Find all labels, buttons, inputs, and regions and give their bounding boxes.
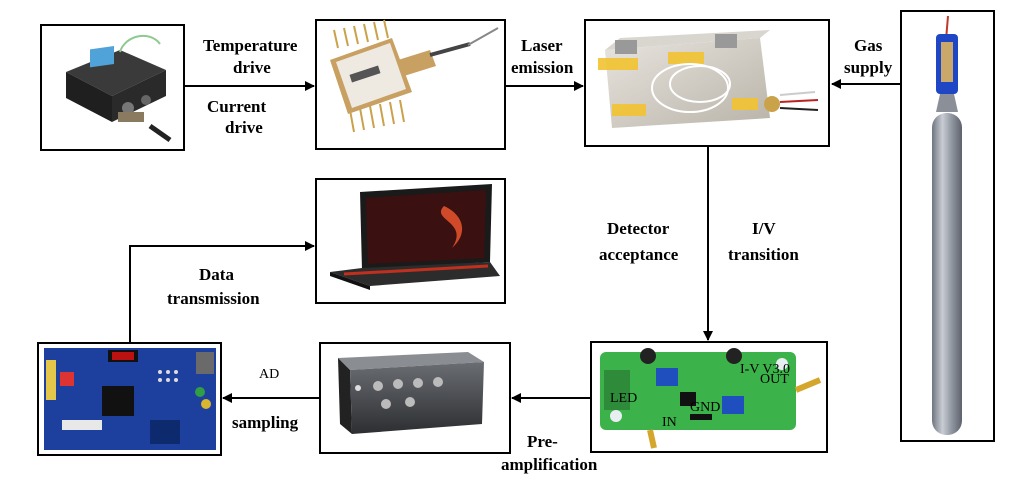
laptop-image <box>330 184 500 290</box>
gas-cell-panel <box>584 19 830 147</box>
board-out-text: OUT <box>760 372 789 387</box>
ad-board-panel <box>37 342 222 456</box>
label-current: Current <box>207 97 267 116</box>
iv-board-panel: I-V V3.0 GND OUT IN LED <box>590 341 828 453</box>
ad-board-image <box>44 348 216 450</box>
label-detector: Detector <box>607 219 670 238</box>
label-gas: Gas <box>854 36 883 55</box>
laser-diode-image <box>330 19 499 133</box>
laptop-panel <box>315 178 506 304</box>
iv-board-image: I-V V3.0 GND OUT IN LED <box>600 348 822 449</box>
label-pre: Pre- <box>527 432 558 451</box>
label-ad: AD <box>259 367 279 382</box>
driver-module-image <box>66 34 172 143</box>
label-laser: Laser <box>521 36 563 55</box>
label-temperature: Temperature <box>203 36 298 55</box>
preamp-panel <box>319 342 511 454</box>
laser-diode-panel <box>315 19 506 150</box>
arrow-ad-to-laptop <box>129 241 315 342</box>
gas-cylinder-panel <box>900 10 995 442</box>
board-gnd-text: GND <box>690 400 720 415</box>
label-amplification: amplification <box>501 455 598 474</box>
label-acceptance: acceptance <box>599 245 679 264</box>
gas-cylinder-image <box>932 15 962 435</box>
gas-cell-image <box>598 30 819 128</box>
label-temperature-drive: drive <box>233 58 271 77</box>
label-data: Data <box>199 265 234 284</box>
label-transmission: transmission <box>167 289 260 308</box>
preamp-box-image <box>338 352 484 434</box>
label-transition: transition <box>728 245 799 264</box>
label-supply: supply <box>844 58 893 77</box>
label-emission: emission <box>511 58 574 77</box>
board-version-text: I-V V3.0 <box>740 362 790 377</box>
label-sampling: sampling <box>232 413 299 432</box>
board-led-text: LED <box>610 391 637 406</box>
label-current-drive: drive <box>225 118 263 137</box>
laser-driver-panel <box>40 24 185 151</box>
board-in-text: IN <box>662 415 677 430</box>
label-iv: I/V <box>752 219 776 238</box>
